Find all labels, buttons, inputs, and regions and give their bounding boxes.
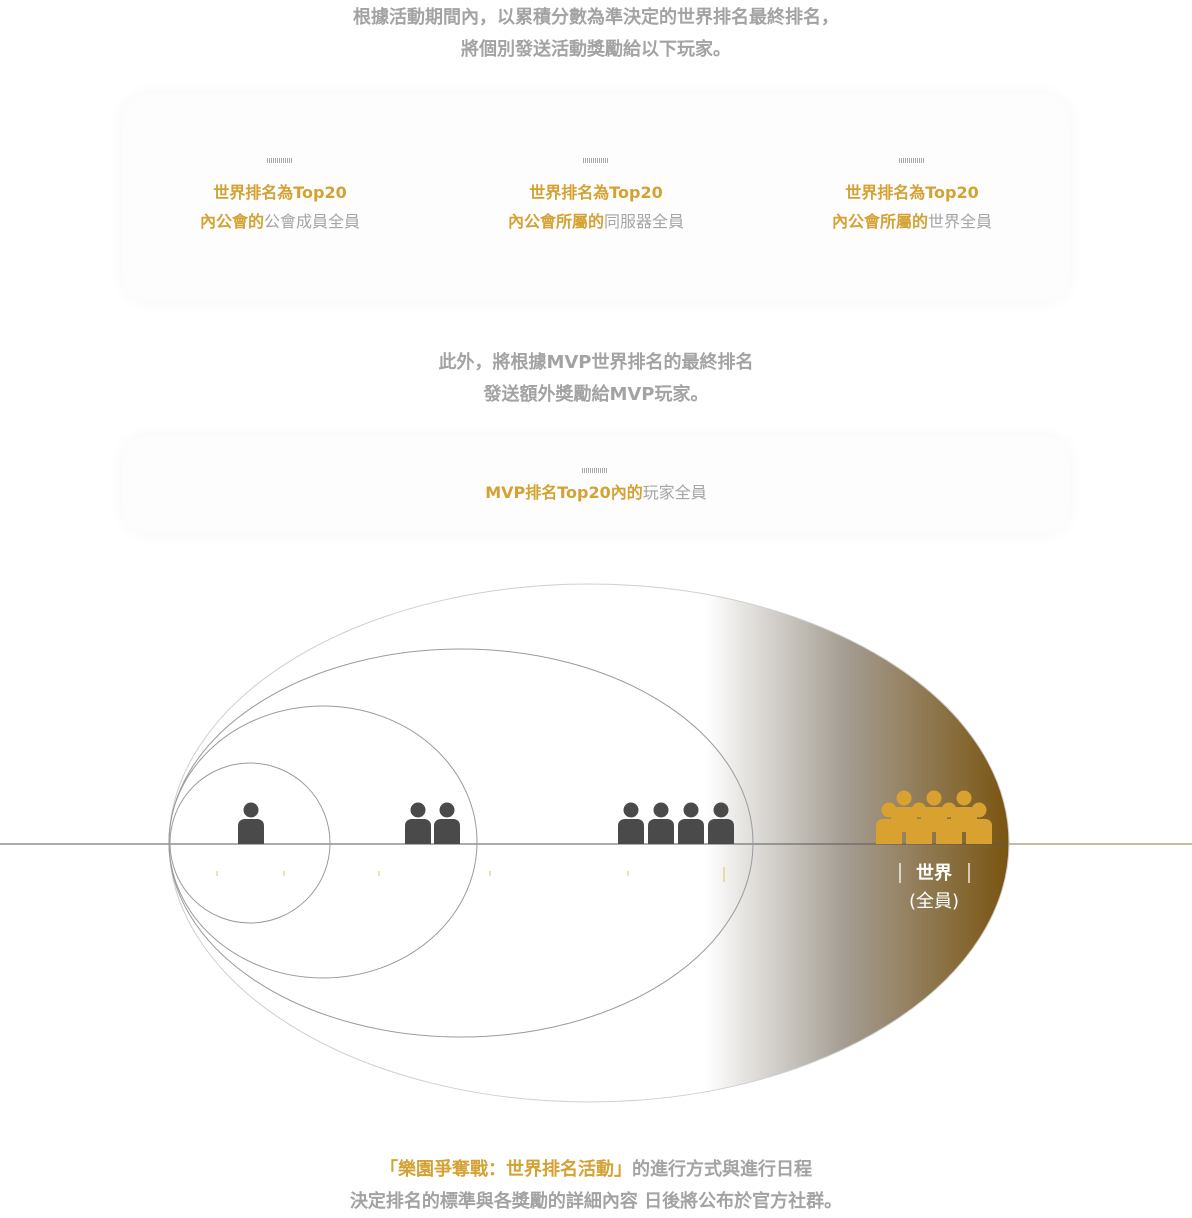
person-icon	[678, 802, 704, 844]
person-icon	[618, 802, 644, 844]
reward-card-server: 世界排名為Top20 內公會所屬的同服器全員	[438, 94, 754, 302]
reward-cards-panel: 世界排名為Top20 內公會的公會成員全員 世界排名為Top20 內公會所屬的同…	[122, 94, 1070, 302]
card-highlight: 內公會的	[199, 212, 264, 231]
mvp-highlight: MVP排名Top20內的	[485, 483, 643, 502]
person-group-2	[405, 802, 460, 844]
card-divider	[267, 158, 292, 163]
event-name: 「樂園爭奪戰：世界排名活動」	[380, 1159, 632, 1180]
label-ticks	[216, 867, 725, 882]
world-label: 世界 (全員)	[864, 860, 1004, 916]
scope-diagram	[0, 583, 1192, 1103]
world-label-brackets	[899, 863, 970, 883]
reward-card-world: 世界排名為Top20 內公會所屬的世界全員	[754, 94, 1070, 302]
mvp-card-panel: MVP排名Top20內的玩家全員	[122, 436, 1070, 534]
outro-line-2: 決定排名的標準與各獎勵的詳細內容 日後將公布於官方社群。	[349, 1191, 843, 1212]
person-icon	[648, 802, 674, 844]
outro-text: 「樂園爭奪戰：世界排名活動」的進行方式與進行日程 決定排名的標準與各獎勵的詳細內…	[0, 1154, 1192, 1218]
scope-ring-guild-server	[168, 705, 478, 979]
reward-card-guild: 世界排名為Top20 內公會的公會成員全員	[122, 94, 438, 302]
card-target: 同服器全員	[604, 212, 685, 231]
card-title: 世界排名為Top20	[213, 183, 347, 202]
world-label-sub: (全員)	[908, 891, 960, 912]
mvp-target: 玩家全員	[642, 483, 707, 502]
person-icon	[405, 802, 431, 844]
mvp-intro-line-1: 此外，將根據MVP世界排名的最終排名	[438, 352, 754, 373]
intro-line-2: 將個別發送活動獎勵給以下玩家。	[461, 39, 731, 60]
person-group-1	[238, 802, 264, 844]
person-group-4	[618, 802, 734, 844]
card-divider	[582, 468, 607, 473]
card-target: 世界全員	[928, 212, 993, 231]
card-divider	[583, 158, 608, 163]
card-highlight: 內公會所屬的	[831, 212, 928, 231]
mvp-intro-text: 此外，將根據MVP世界排名的最終排名 發送額外獎勵給MVP玩家。	[0, 347, 1192, 411]
card-highlight: 內公會所屬的	[507, 212, 604, 231]
card-title: 世界排名為Top20	[529, 183, 663, 202]
world-label-title: 世界	[916, 863, 952, 884]
outro-line-1: 的進行方式與進行日程	[632, 1159, 812, 1180]
mvp-intro-line-2: 發送額外獎勵給MVP玩家。	[483, 384, 709, 405]
intro-line-1: 根據活動期間內，以累積分數為準決定的世界排名最終排名，	[353, 7, 839, 28]
card-target: 公會成員全員	[264, 212, 361, 231]
person-icon	[238, 802, 264, 844]
scope-ring-guild	[169, 762, 331, 924]
intro-text: 根據活動期間內，以累積分數為準決定的世界排名最終排名， 將個別發送活動獎勵給以下…	[0, 2, 1192, 66]
person-icon	[434, 802, 460, 844]
card-title: 世界排名為Top20	[845, 183, 979, 202]
card-divider	[899, 158, 924, 163]
